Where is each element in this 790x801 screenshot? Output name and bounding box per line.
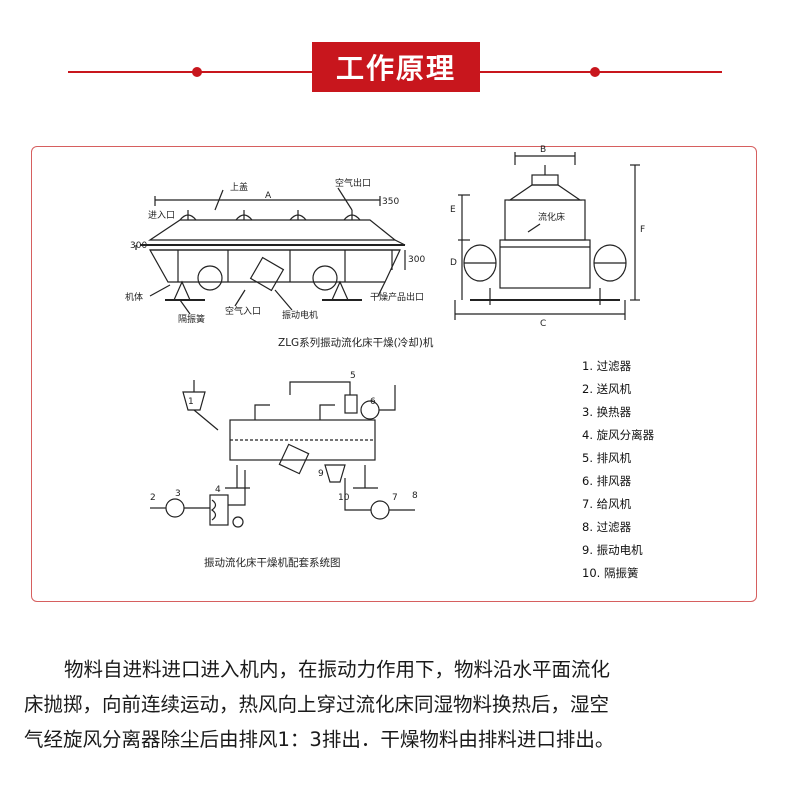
label-dim-300-left: 300 bbox=[130, 241, 147, 251]
sys-num-4: 4 bbox=[215, 485, 221, 495]
caption-bottom: 振动流化床干燥机配套系统图 bbox=[204, 556, 341, 569]
description-line: 床抛掷，向前连续运动，热风向上穿过流化床同湿物料换热后，湿空 bbox=[24, 693, 610, 716]
section-title: 工作原理 bbox=[312, 42, 480, 92]
label-lid: 上盖 bbox=[230, 181, 248, 193]
legend-item: 7. 给风机 bbox=[582, 497, 632, 511]
label-air-inlet: 空气入口 bbox=[225, 305, 261, 317]
label-side-b: B bbox=[540, 145, 546, 155]
label-side-c: C bbox=[540, 319, 546, 329]
sys-num-10: 10 bbox=[338, 493, 350, 503]
legend-item: 1. 过滤器 bbox=[582, 359, 632, 373]
description-paragraph: 物料自进料进口进入机内，在振动力作用下，物料沿水平面流化 床抛掷，向前连续运动，… bbox=[24, 652, 772, 757]
sys-num-9: 9 bbox=[318, 469, 324, 479]
sys-num-2: 2 bbox=[150, 493, 156, 503]
label-side-e: E bbox=[450, 205, 456, 215]
label-length-a: A bbox=[265, 191, 272, 201]
description-line: 物料自进料进口进入机内，在振动力作用下，物料沿水平面流化 bbox=[64, 658, 611, 681]
legend-item: 10. 隔振簧 bbox=[582, 566, 639, 580]
label-isolation-spring: 隔振簧 bbox=[178, 313, 205, 325]
caption-top: ZLG系列振动流化床干燥(冷却)机 bbox=[278, 336, 434, 349]
header-dot-left bbox=[192, 67, 202, 77]
label-air-outlet: 空气出口 bbox=[335, 177, 371, 189]
header-line-left bbox=[68, 71, 312, 73]
label-feed-inlet: 进入口 bbox=[148, 210, 175, 221]
sys-num-1: 1 bbox=[188, 397, 194, 407]
label-body: 机体 bbox=[125, 291, 143, 303]
dryer-side-view bbox=[135, 187, 406, 315]
system-diagram bbox=[150, 380, 415, 528]
legend-item: 8. 过滤器 bbox=[582, 520, 632, 534]
label-side-f: F bbox=[640, 225, 645, 235]
label-dim-350: 350 bbox=[382, 197, 399, 207]
label-vibration-motor: 振动电机 bbox=[282, 309, 318, 321]
legend-item: 9. 振动电机 bbox=[582, 543, 643, 557]
sys-num-7: 7 bbox=[392, 493, 398, 503]
label-side-d: D bbox=[450, 258, 457, 268]
legend-item: 5. 排风机 bbox=[582, 451, 632, 465]
sys-num-3: 3 bbox=[175, 489, 181, 499]
sys-num-5: 5 bbox=[350, 371, 356, 381]
sys-num-6: 6 bbox=[370, 397, 376, 407]
sys-num-8: 8 bbox=[412, 491, 418, 501]
legend-item: 6. 排风器 bbox=[582, 474, 632, 488]
diagram-frame bbox=[31, 146, 757, 602]
legend-item: 4. 旋风分离器 bbox=[582, 428, 655, 442]
dryer-end-view bbox=[454, 152, 640, 320]
header-dot-right bbox=[590, 67, 600, 77]
header-line-right bbox=[480, 71, 722, 73]
label-fluid-bed: 流化床 bbox=[538, 211, 565, 223]
legend-item: 3. 换热器 bbox=[582, 405, 632, 419]
description-line: 气经旋风分离器除尘后由排风1：3排出．干燥物料由排料进口排出。 bbox=[24, 728, 615, 751]
legend-item: 2. 送风机 bbox=[582, 382, 632, 396]
label-dry-outlet: 干燥产品出口 bbox=[370, 291, 424, 303]
label-dim-300-right: 300 bbox=[408, 255, 425, 265]
